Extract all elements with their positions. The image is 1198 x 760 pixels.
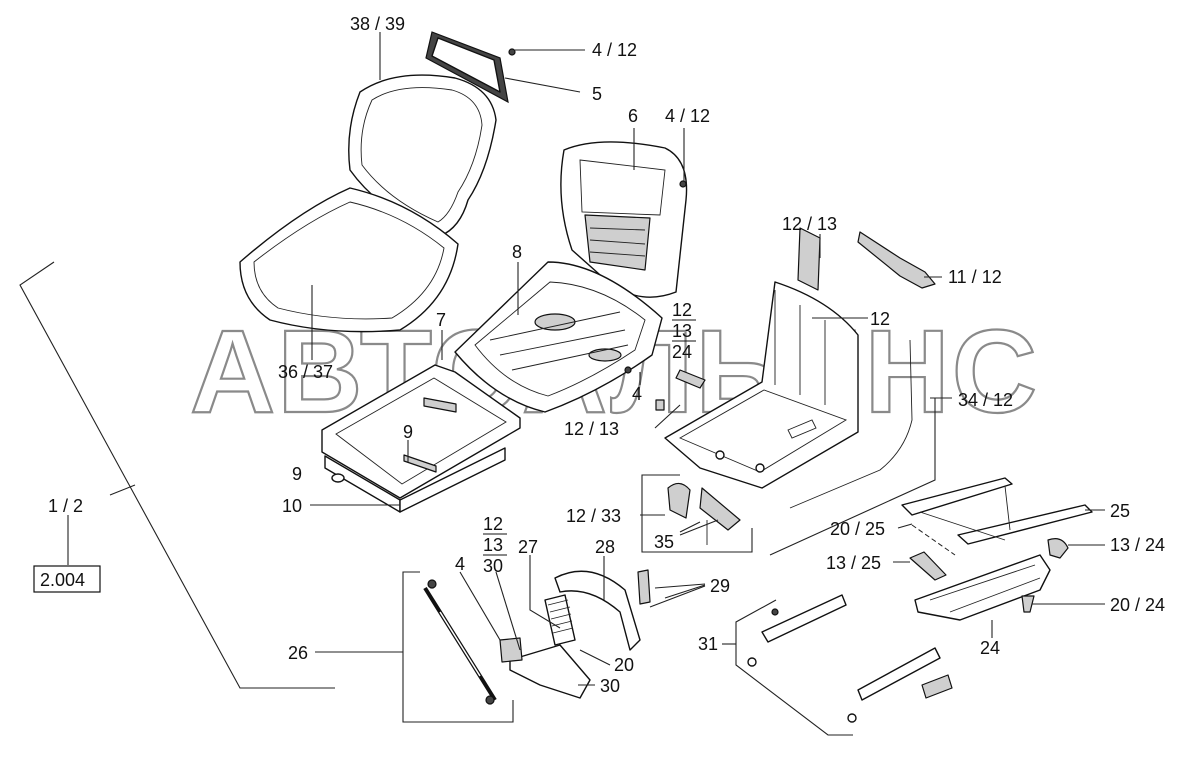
- fasteners: [624, 366, 706, 411]
- label-36-37: 36 / 37: [278, 362, 333, 382]
- label-10: 10: [282, 496, 302, 516]
- label-35: 35: [654, 532, 674, 552]
- label-13-24: 13 / 24: [1110, 535, 1165, 555]
- label-stack-b-12: 12: [483, 514, 503, 534]
- screw-icon: [679, 180, 687, 188]
- callout-labels: 38 / 39 4 / 12 5 6 4 / 12 12 / 13 11 / 1…: [33, 14, 1165, 696]
- label-38-39: 38 / 39: [350, 14, 405, 34]
- label-12-right: 12: [870, 309, 890, 329]
- label-28: 28: [595, 537, 615, 557]
- label-12-13-mid: 12 / 13: [564, 419, 619, 439]
- label-stack-24: 24: [672, 342, 692, 362]
- label-25: 25: [1110, 501, 1130, 521]
- base-plate: [909, 538, 1069, 621]
- label-7: 7: [436, 310, 446, 330]
- label-stack-13: 13: [672, 321, 692, 341]
- label-stack-12: 12: [672, 300, 692, 320]
- label-24: 24: [980, 638, 1000, 658]
- label-stack-b-30: 30: [483, 556, 503, 576]
- cable: [789, 339, 913, 509]
- label-5: 5: [592, 84, 602, 104]
- label-34-12: 34 / 12: [958, 390, 1013, 410]
- label-20-24: 20 / 24: [1110, 595, 1165, 615]
- label-29: 29: [710, 576, 730, 596]
- screw-icon: [508, 48, 516, 56]
- lever-part: [667, 482, 741, 545]
- label-1-2: 1 / 2: [48, 496, 83, 516]
- headrest-pad: [425, 31, 516, 104]
- label-27: 27: [518, 537, 538, 557]
- rail-handles: [747, 594, 953, 723]
- base-frame: [321, 364, 521, 513]
- tension-spring-assembly: [499, 569, 651, 699]
- label-12-33: 12 / 33: [566, 506, 621, 526]
- label-9-a: 9: [403, 422, 413, 442]
- slide-rails: [901, 477, 1093, 545]
- label-20-25: 20 / 25: [830, 519, 885, 539]
- seat-frame-box: [664, 227, 859, 489]
- label-4-mid: 4: [632, 384, 642, 404]
- bracket-part: [857, 231, 936, 289]
- label-13-25: 13 / 25: [826, 553, 881, 573]
- leader-lines: [19, 32, 1105, 736]
- label-30: 30: [600, 676, 620, 696]
- seat-pan: [454, 261, 663, 413]
- label-9-b: 9: [292, 464, 302, 484]
- label-12-13-top: 12 / 13: [782, 214, 837, 234]
- reference-box: [33, 565, 101, 593]
- screw-icon: [624, 366, 632, 374]
- seat-cushion: [239, 187, 459, 333]
- gas-spring: [423, 579, 497, 705]
- label-6: 6: [628, 106, 638, 126]
- label-4-12-top: 4 / 12: [592, 40, 637, 60]
- label-26: 26: [288, 643, 308, 663]
- label-20: 20: [614, 655, 634, 675]
- label-4-low: 4: [455, 554, 465, 574]
- backrest-cushion: [348, 74, 497, 237]
- reference-box-text: 2.004: [40, 570, 85, 590]
- label-11-12: 11 / 12: [948, 267, 1002, 287]
- label-4-12-mid: 4 / 12: [665, 106, 710, 126]
- label-stack-b-13: 13: [483, 535, 503, 555]
- label-8: 8: [512, 242, 522, 262]
- label-31: 31: [698, 634, 718, 654]
- backrest-frame: [560, 141, 688, 298]
